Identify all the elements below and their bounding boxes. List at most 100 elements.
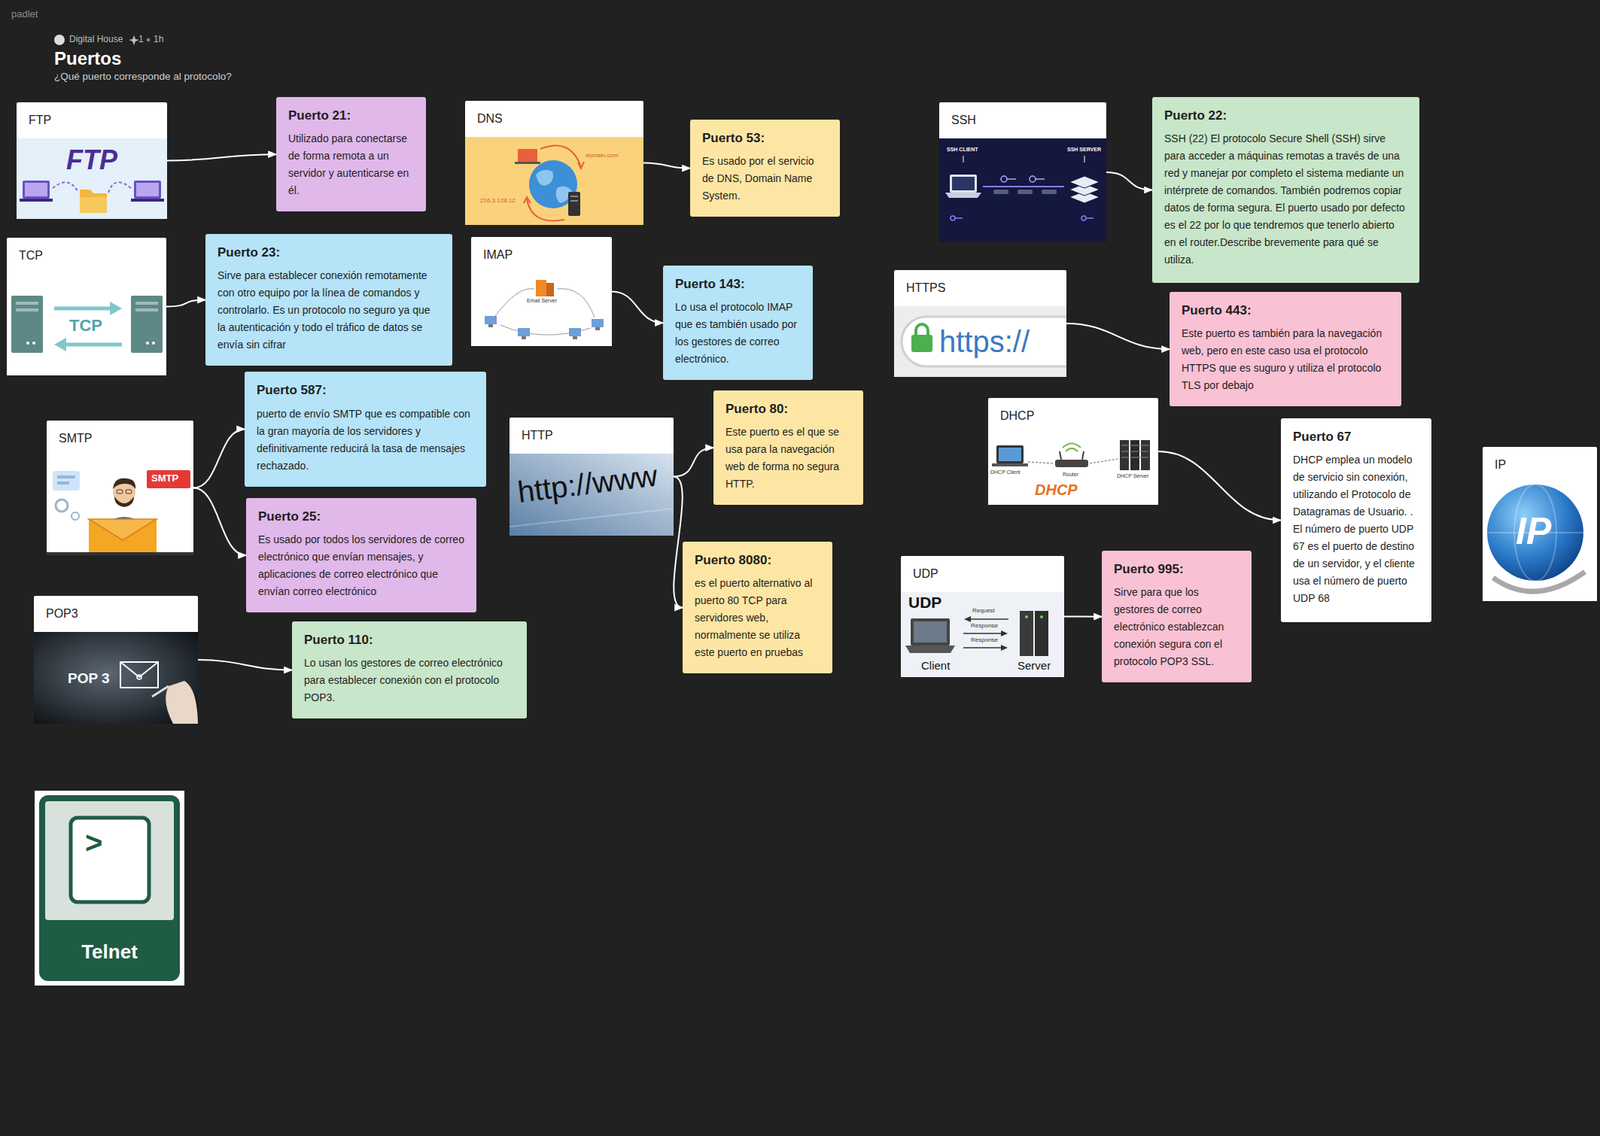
http-illustration-shape [509,508,674,527]
card-heading: Puerto 110: [304,632,515,648]
udp-illustration-shape [1019,611,1034,657]
card-heading: Puerto 21: [288,107,414,124]
card-body: Lo usa el protocolo IMAP que es también … [675,298,801,369]
image-text: TCP [69,316,103,335]
smtp-illustration-shape [46,456,194,556]
image-text: IP [1515,511,1552,553]
protocol-card: FTP [16,102,168,220]
port-card: Puerto 80:Este puerto es el que se usa p… [713,390,864,505]
https-illustration-shape [911,334,933,353]
image-text: > [85,826,103,860]
protocol-card: IMAP [471,237,612,347]
header-icons-shape [128,35,140,46]
ftp-illustration-shape [19,198,53,202]
tcp-illustration-shape [32,341,36,345]
card-heading: POP3 [33,596,198,633]
ssh-illustration-shape [950,215,956,221]
ssh-illustration-shape [993,189,1009,195]
card-heading: Puerto 143: [675,276,801,293]
protocol-card: UDP [900,556,1065,678]
image-text: DHCP [1034,481,1078,499]
card-heading: Puerto 995: [1113,561,1240,578]
tcp-illustration-shape [54,307,113,311]
udp-illustration-shape [910,618,950,646]
connector-arrow [1064,616,1102,618]
imap-illustration-shape [568,328,581,337]
dns-illustration-shape [517,149,538,162]
ip-illustration [1482,483,1597,602]
dhcp-illustration-shape [996,445,1024,464]
card-heading: IMAP [471,237,612,274]
connector-arrow [167,154,277,161]
ssh-illustration-shape [1035,178,1045,180]
card-body: SSH (22) El protocolo Secure Shell (SSH)… [1164,130,1408,269]
ftp-illustration-shape [79,197,107,213]
udp-illustration [900,592,1065,678]
dhcp-illustration-shape [1121,451,1149,453]
ssh-illustration-shape [939,138,1107,243]
card-heading: DHCP [988,398,1159,435]
https-illustration-shape [894,306,1067,378]
http-illustration [509,453,674,536]
card-body: es el puerto alternativo al puerto 80 TC… [694,574,821,662]
ftp-illustration-shape [108,182,131,193]
card-heading: Puerto 25: [258,508,465,525]
image-text: SSH CLIENT [946,146,979,153]
ssh-illustration-shape [952,176,975,191]
dns-illustration-shape [568,191,581,216]
ssh-illustration-shape [1017,189,1033,195]
image-text: SMTP [151,473,179,484]
image-text: DHCP Server [1116,473,1149,480]
https-illustration-shape [915,324,928,336]
smtp-illustration-shape [57,475,76,479]
tcp-illustration-shape [54,337,67,352]
board-title: Puertos [54,48,122,70]
card-body: Sirve para que los gestores de correo el… [1113,584,1240,671]
image-text: Email Server [526,298,557,305]
connector-arrow [166,300,206,308]
card-heading: IP [1482,447,1597,484]
card-heading: Puerto 587: [256,382,475,399]
pop3-illustration-shape [165,681,198,724]
connector-arrow [643,163,691,169]
https-illustration [894,306,1067,378]
smtp-illustration-shape [52,471,80,491]
udp-illustration-shape [1034,611,1049,657]
image-text: Server [1017,660,1051,673]
dns-illustration-shape [526,198,565,221]
pop3-illustration-shape [120,662,159,688]
imap-illustration-shape [484,316,497,325]
smtp-illustration-shape [88,519,157,541]
telnet-illustration-shape [45,801,174,921]
card-heading: DNS [465,100,644,137]
port-card: Puerto 443:Este puerto es también para l… [1169,292,1402,407]
card-heading: SSH [939,102,1107,139]
udp-illustration-shape [1000,630,1008,637]
image-text: FTP [66,145,118,176]
ssh-illustration-shape [1084,155,1086,163]
smtp-illustration-shape [57,481,70,485]
protocol-card: SSH [939,102,1107,243]
smtp-illustration-shape [71,512,80,521]
tcp-illustration-shape [15,308,39,312]
card-heading: Telnet [34,941,185,964]
smtp-illustration-shape [125,489,132,494]
card-body: Este puerto es también para la navegació… [1181,325,1390,395]
card-heading: HTTPS [894,270,1067,307]
udp-illustration-shape [905,645,956,654]
connector-arrow [611,292,664,324]
image-text: Response [970,637,998,645]
port-card: Puerto 23:Sirve para establecer conexión… [205,234,453,366]
imap-illustration-shape [535,279,547,297]
image-text: domain.com [585,152,619,160]
tcp-illustration-shape [11,295,43,353]
image-text: DHCP Client [990,469,1021,476]
dns-illustration-shape [540,145,581,168]
dns-illustration-shape [535,170,554,186]
protocol-card: DNS [465,100,644,226]
tcp-illustration-shape [135,308,159,312]
port-card: Puerto 587:puerto de envío SMTP que es c… [244,371,487,487]
smtp-illustration-shape [116,489,123,494]
dns-illustration-shape [514,161,541,165]
card-heading: UDP [900,556,1065,593]
